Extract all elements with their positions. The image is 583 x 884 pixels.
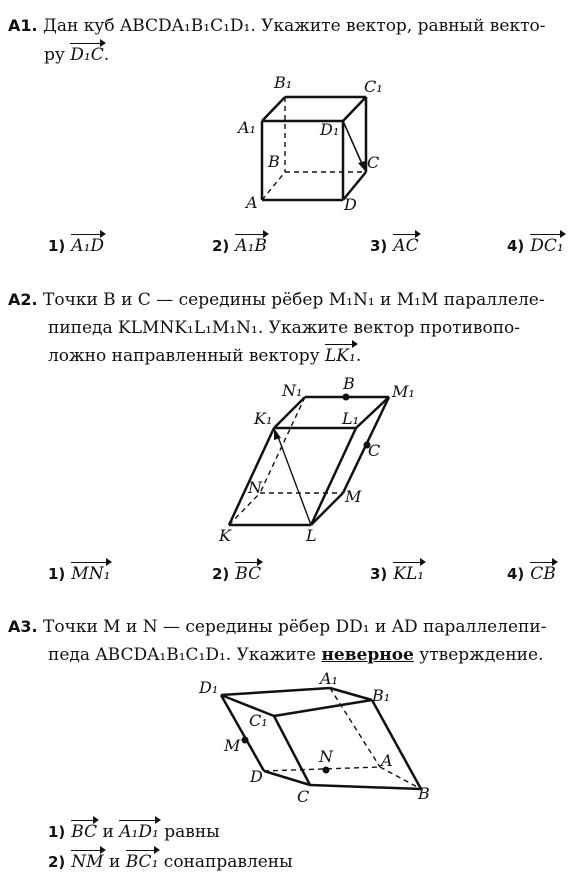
a1-label-b1: B₁ — [273, 73, 292, 92]
a1-text-line1: Дан куб ABCDA₁B₁C₁D₁. Укажите вектор, ра… — [43, 16, 546, 36]
a3-label-b: B — [417, 784, 430, 803]
a3-text-line1: Точки M и N — середины рёбер DD₁ и AD па… — [43, 617, 547, 637]
a1-answer-3-num: 3) — [370, 237, 388, 255]
a3-answer-2-vector-a: NM — [71, 850, 104, 872]
a1-answer-1[interactable]: 1) A₁D — [48, 234, 105, 256]
a3-label-c1: C₁ — [249, 711, 268, 730]
a3-line2: педа ABCDA₁B₁C₁D₁. Укажите неверное утве… — [48, 641, 543, 669]
a1-label-d: D — [343, 195, 357, 214]
a2-line3: ложно направленный вектору LK₁. — [48, 342, 361, 370]
a1-answer-2-vector: A₁B — [235, 234, 267, 256]
a3-line1: A3. Точки M и N — середины рёбер DD₁ и A… — [8, 613, 546, 641]
a1-line2: ру D₁C. — [44, 41, 109, 69]
a2-label-k: K — [218, 526, 232, 545]
a1-period: . — [103, 45, 110, 65]
a1-answer-4[interactable]: 4) DC₁ — [507, 234, 564, 256]
a2-figure — [227, 395, 391, 527]
a1-number: A1. — [8, 16, 38, 35]
a2-answer-2-vector: BC — [235, 562, 262, 584]
a3-text-line2: педа ABCDA₁B₁C₁D₁. Укажите — [48, 645, 317, 665]
a3-answer-1-num: 1) — [48, 823, 66, 841]
a3-answer-2[interactable]: 2) NM и BC₁ сонаправлены — [48, 850, 293, 872]
a2-answer-4[interactable]: 4) CB — [507, 562, 556, 584]
a1-answer-4-num: 4) — [507, 237, 525, 255]
a1-answer-3[interactable]: 3) AC — [370, 234, 419, 256]
a3-answer-2-and: и — [109, 852, 121, 872]
a3-answer-2-vector-b: BC₁ — [125, 850, 159, 872]
a1-vector-arrow — [342, 120, 364, 167]
a1-answer-2[interactable]: 2) A₁B — [212, 234, 267, 256]
a2-text-line1: Точки B и C — середины рёбер M₁N₁ и M₁M … — [43, 290, 545, 310]
a2-number: A2. — [8, 290, 38, 309]
a3-label-d1: D₁ — [198, 678, 218, 697]
a2-label-b: B — [342, 374, 355, 393]
a3-label-a: A — [379, 751, 393, 770]
a1-text-line2: ру — [44, 45, 65, 65]
a2-line2: пипеда KLMNK₁L₁M₁N₁. Укажите вектор прот… — [48, 318, 521, 338]
a3-answer-2-num: 2) — [48, 853, 66, 871]
a3-label-a1: A₁ — [318, 669, 338, 688]
a1-vector-d1c: D₁C — [70, 43, 104, 65]
a3-answer-2-tail: сонаправлены — [163, 852, 293, 872]
a2-label-m: M — [344, 487, 362, 506]
a2-answer-4-vector: CB — [530, 562, 556, 584]
a2-answer-2[interactable]: 2) BC — [212, 562, 262, 584]
a2-answer-3-num: 3) — [370, 565, 388, 583]
a3-label-c: C — [297, 787, 309, 806]
a2-text-line3: ложно направленный вектору — [48, 346, 320, 366]
a3-label-m: M — [223, 736, 241, 755]
a2-answer-3[interactable]: 3) KL₁ — [370, 562, 425, 584]
a2-label-l: L — [305, 526, 317, 545]
a1-label-a1: A₁ — [236, 118, 256, 137]
a1-cube-figure — [260, 95, 368, 202]
a1-answer-2-num: 2) — [212, 237, 230, 255]
a3-label-b1: B₁ — [371, 686, 390, 705]
a3-answer-1-vector-a: BC — [71, 820, 98, 842]
a3-label-n: N — [318, 747, 334, 766]
a3-label-d: D — [249, 767, 263, 786]
a3-text-line2-end: утверждение. — [419, 645, 544, 665]
a3-answer-1[interactable]: 1) BC и A₁D₁ равны — [48, 820, 220, 842]
a2-answer-1-vector: MN₁ — [71, 562, 111, 584]
a3-underlined-word: неверное — [321, 645, 414, 665]
a3-answer-1-vector-b: A₁D₁ — [119, 820, 159, 842]
a1-line1: A1. Дан куб ABCDA₁B₁C₁D₁. Укажите вектор… — [8, 12, 545, 40]
a2-answer-2-num: 2) — [212, 565, 230, 583]
a1-answer-1-num: 1) — [48, 237, 66, 255]
a2-label-n: N — [247, 478, 263, 497]
a2-label-n1: N₁ — [281, 381, 302, 400]
a2-line1: A2. Точки B и C — середины рёбер M₁N₁ и … — [8, 286, 545, 314]
a2-answer-1-num: 1) — [48, 565, 66, 583]
a2-answer-1[interactable]: 1) MN₁ — [48, 562, 111, 584]
a2-answer-3-vector: KL₁ — [393, 562, 425, 584]
a2-vector-lk1: LK₁ — [325, 344, 356, 366]
a1-answer-3-vector: AC — [393, 234, 419, 256]
a1-label-c: C — [367, 153, 379, 172]
a2-period: . — [355, 346, 362, 366]
a3-number: A3. — [8, 617, 38, 636]
a2-label-m1: M₁ — [391, 382, 415, 401]
a1-answer-4-vector: DC₁ — [530, 234, 564, 256]
a3-figure — [219, 686, 423, 791]
a1-label-c1: C₁ — [364, 77, 383, 96]
a1-answer-1-vector: A₁D — [71, 234, 105, 256]
a1-label-b: B — [267, 152, 280, 171]
a2-label-c: C — [368, 441, 380, 460]
a2-label-k1: K₁ — [253, 409, 272, 428]
a2-label-l1: L₁ — [341, 409, 359, 428]
a2-answer-4-num: 4) — [507, 565, 525, 583]
a1-label-d1: D₁ — [319, 120, 339, 139]
a1-label-a: A — [244, 193, 258, 212]
a3-answer-1-and: и — [102, 822, 114, 842]
a3-answer-1-tail: равны — [164, 822, 220, 842]
